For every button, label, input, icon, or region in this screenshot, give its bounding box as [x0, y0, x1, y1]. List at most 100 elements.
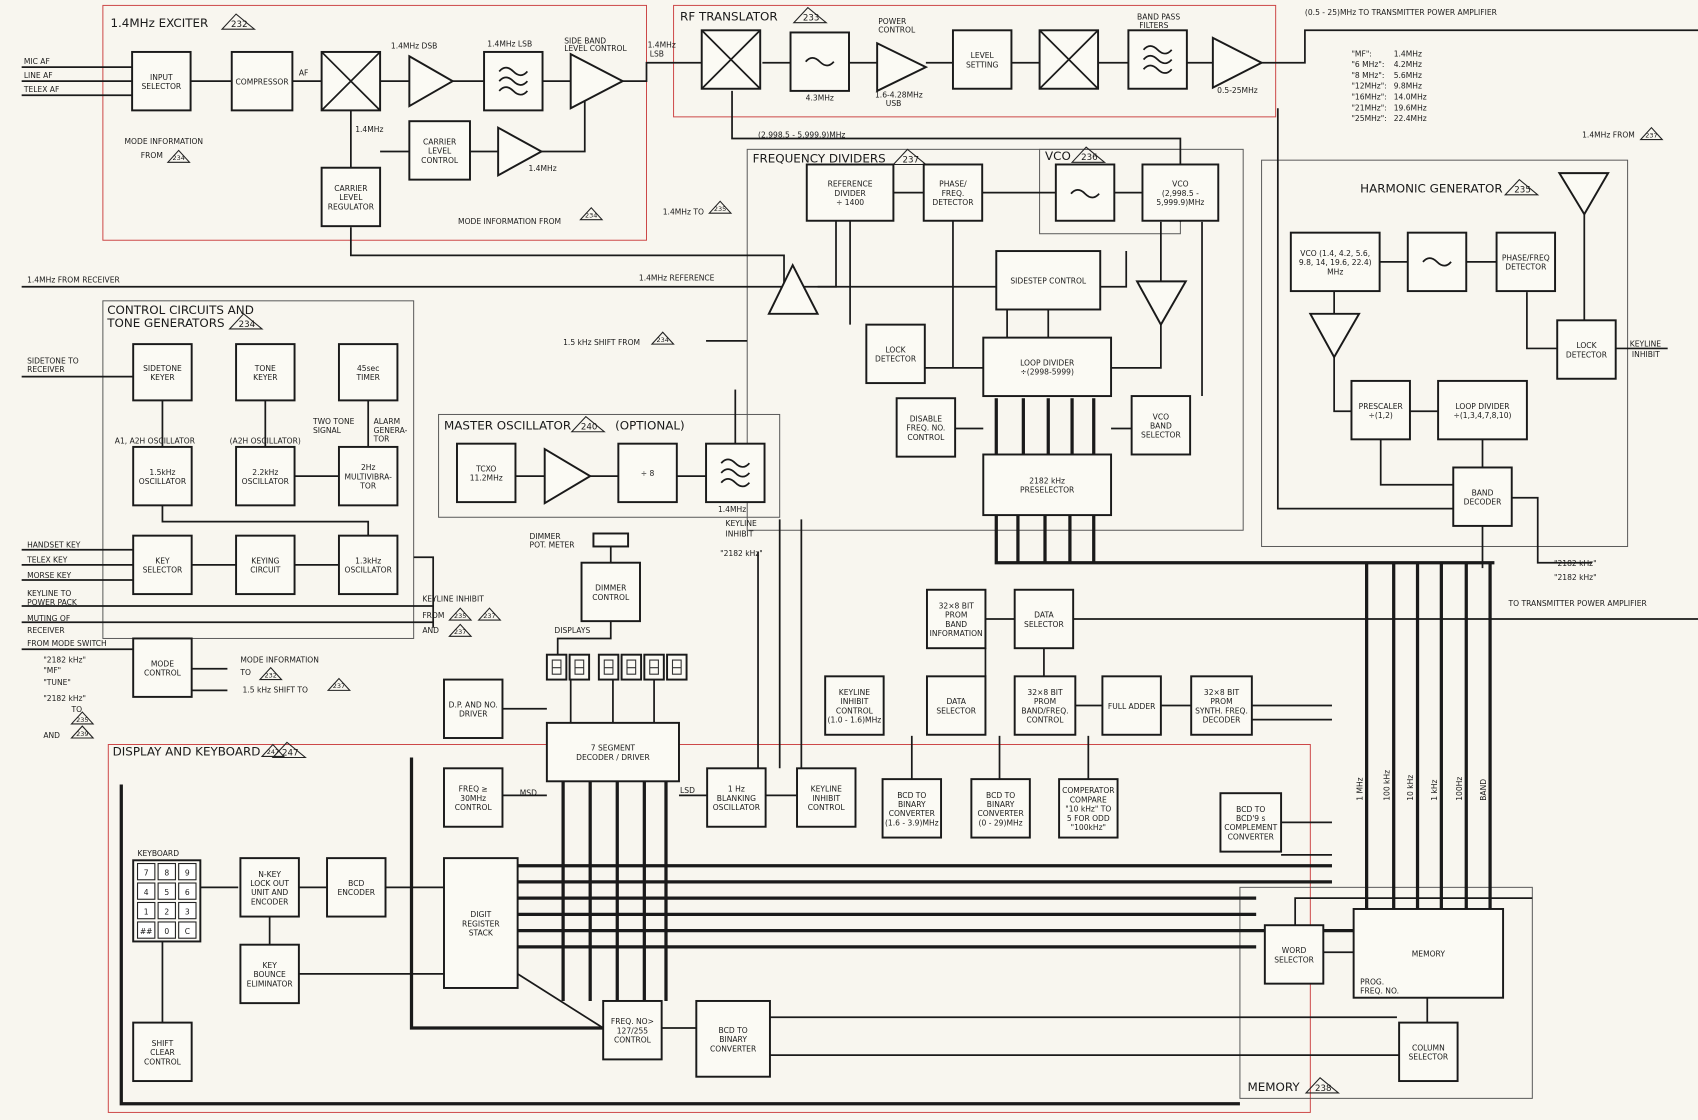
mhz14a-label: 1.4MHz: [355, 125, 383, 134]
block-label: PRESCALER: [1359, 402, 1404, 411]
memory-section: [1239, 886, 1533, 1099]
block-frame: [1398, 1021, 1459, 1083]
block-label: 5 FOR ODD: [1067, 814, 1110, 823]
block-label: SYNTH. FREQ.: [1195, 706, 1248, 715]
to-tx-label: (0.5 - 25)MHz TO TRANSMITTER POWER AMPLI…: [1305, 8, 1498, 17]
ref-triangle-icon: [708, 200, 733, 214]
from-mode-label: FROM MODE SWITCH: [27, 639, 107, 648]
rf-translator-section: [673, 4, 1277, 118]
block-frame: [230, 50, 294, 112]
block-label: SIDESTEP CONTROL: [1010, 277, 1087, 286]
signal-line: [1276, 108, 1454, 510]
harmonic-generator-section: [1261, 159, 1629, 547]
block-label: SELECTOR: [936, 706, 976, 715]
filter-icon: [483, 50, 544, 112]
sb-level-label: SIDE BAND: [564, 36, 606, 45]
lsb-out2-label: LSB: [650, 49, 664, 58]
keyboard-key[interactable]: 1: [136, 901, 156, 920]
block-label: ENCODER: [338, 888, 376, 897]
signal-line: [1294, 897, 1533, 926]
keyboard-key[interactable]: 9: [178, 862, 197, 881]
block-label: BOUNCE: [254, 970, 286, 979]
freq-table-freq: 5.6MHz: [1394, 71, 1422, 80]
ref-triangle-icon: [1070, 146, 1107, 163]
ref-triangle-icon: [70, 725, 95, 739]
ref-number: 237: [1645, 131, 1657, 139]
block-label: 2182 kHz: [1029, 476, 1065, 485]
pot-label: POT. METER: [530, 541, 576, 550]
ref-triangle-icon: [1504, 178, 1540, 196]
generator-label: GENERA-: [374, 426, 408, 435]
block-label: 32×8 BIT: [1027, 688, 1063, 697]
keyboard-key[interactable]: 4: [136, 882, 156, 900]
vco-range-label: (2,998.5 - 5,999.9)MHz: [758, 130, 845, 139]
signal-line: [161, 505, 370, 536]
block-frame: [132, 637, 193, 698]
bus-label-b100: 100Hz: [1455, 777, 1464, 801]
block-label: 9.8, 14, 19.6, 22.4): [1299, 258, 1372, 267]
keyboard-key[interactable]: 0: [157, 921, 176, 939]
block-label: COMPRESSOR: [235, 77, 289, 86]
keyboard-key[interactable]: 3: [178, 901, 197, 920]
key-label: 6: [185, 888, 190, 897]
af-label: AF: [299, 69, 309, 78]
keyboard-key[interactable]: 7: [136, 862, 156, 881]
block-frame: [995, 250, 1102, 311]
block-label: DISABLE: [910, 414, 943, 423]
ref-number: 237: [483, 612, 495, 620]
block-label: 32×8 BIT: [939, 601, 975, 610]
bus-label-band: BAND: [1479, 779, 1488, 801]
block-label: SETTING: [966, 60, 999, 69]
to-tx2-label: TO TRANSMITTER POWER AMPLIFIER: [1507, 599, 1647, 608]
block-label: INFORMATION: [930, 629, 983, 638]
ref-triangle-icon: [1304, 1077, 1340, 1094]
key-label: 1: [144, 907, 149, 916]
amplifier-icon: [1557, 172, 1610, 217]
divide-by-8-block: ÷ 8: [617, 442, 678, 504]
keyboard-key[interactable]: 6: [178, 882, 197, 900]
mf-label: "MF": [43, 666, 61, 675]
amplifier-icon: [876, 41, 929, 93]
keyboard-key[interactable]: 5: [157, 882, 176, 900]
k2182-label: "2182 kHz": [43, 655, 86, 664]
loop-divider-block: LOOP DIVIDER÷(2998-5999): [982, 336, 1113, 398]
alarm-label: ALARM: [374, 417, 401, 426]
block-label: CONVERTER: [889, 809, 936, 818]
amplifier-icon: [569, 52, 625, 110]
ki-and-label: AND: [422, 626, 439, 635]
block-label: KEYLINE: [811, 785, 842, 794]
block-label: CIRCUIT: [250, 566, 280, 575]
block-label: SELECTOR: [143, 566, 183, 575]
section-ref-number: 233: [803, 14, 820, 24]
block-label: KEYER: [150, 373, 175, 382]
lsb-out-label: 1.4MHz: [648, 41, 676, 50]
lsd-label: LSD: [680, 786, 695, 795]
block-label: LOCK: [885, 346, 906, 355]
block-label: PHASE/: [939, 180, 967, 189]
keyboard-key[interactable]: C: [178, 921, 197, 939]
key-label: 0: [164, 927, 169, 936]
block-label: VCO: [1153, 412, 1169, 421]
keyboard-key[interactable]: ##: [136, 921, 156, 939]
block-label: CARRIER: [334, 184, 368, 193]
data-bus: [409, 757, 604, 1030]
block-label: BAND/FREQ.: [1021, 706, 1068, 715]
keyboard-key[interactable]: 2: [157, 901, 176, 920]
block-label: ÷ 1400: [836, 198, 864, 207]
signal-line: [1526, 292, 1558, 350]
usb-label: 1.6-4.28MHz: [875, 90, 923, 99]
displays-label: DISPLAYS: [554, 626, 590, 635]
block-label: OSCILLATOR: [345, 566, 393, 575]
block-label: SELECTOR: [1141, 431, 1181, 440]
keyboard-key[interactable]: 8: [157, 862, 176, 881]
block-frame: [235, 445, 296, 507]
